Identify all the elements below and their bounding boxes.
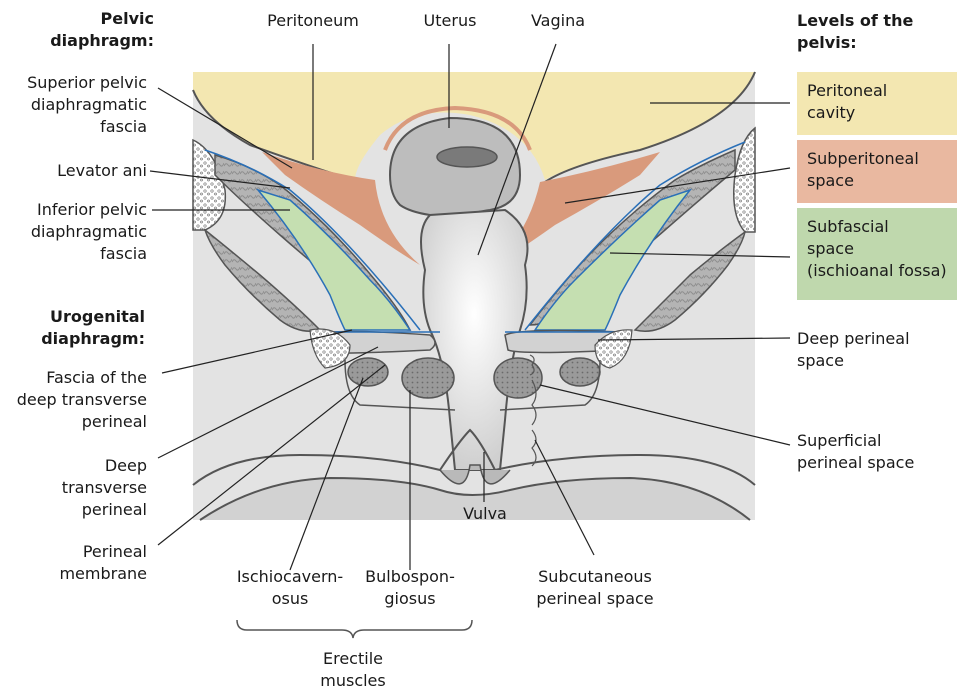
label-peritoneum: Peritoneum [258,10,368,32]
label-uterus: Uterus [408,10,492,32]
right-ischiocavernosus [560,358,600,386]
label-bulbospongiosus: Bulbospon-giosus [357,566,463,610]
label-ischiocavernosus: Ischiocavern-osus [230,566,350,610]
left-ischiocavernosus [348,358,388,386]
label-levator-ani: Levator ani [0,160,147,182]
label-vulva: Vulva [455,503,515,525]
label-vagina: Vagina [520,10,596,32]
right-bulbospongiosus [494,358,542,398]
erectile-bracket [237,620,472,638]
